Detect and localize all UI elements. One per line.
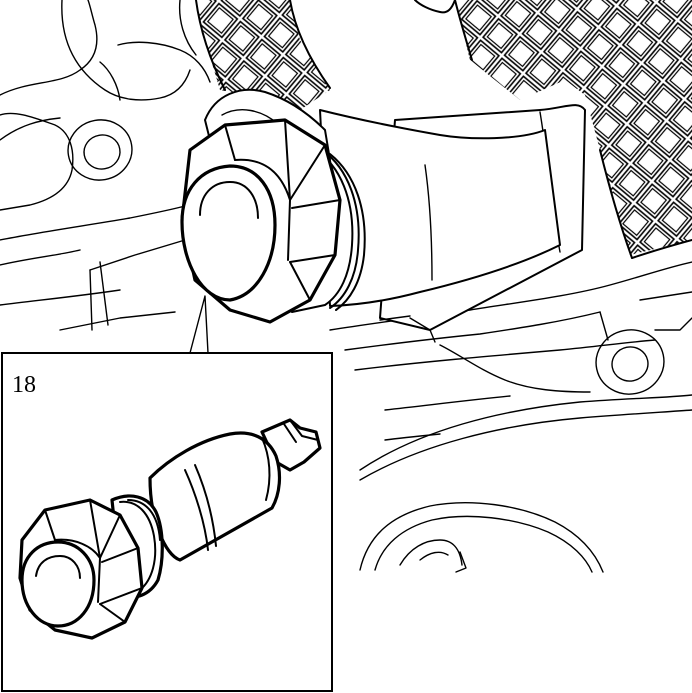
hex-nut-sensor bbox=[180, 118, 366, 324]
sensor-housing-tube bbox=[204, 0, 586, 343]
callout-leader bbox=[189, 295, 209, 354]
detail-inset: 18 bbox=[1, 352, 333, 692]
engine-block-outline bbox=[0, 0, 692, 573]
callout-label: 18 bbox=[12, 372, 36, 398]
sensor-removed bbox=[18, 418, 322, 640]
